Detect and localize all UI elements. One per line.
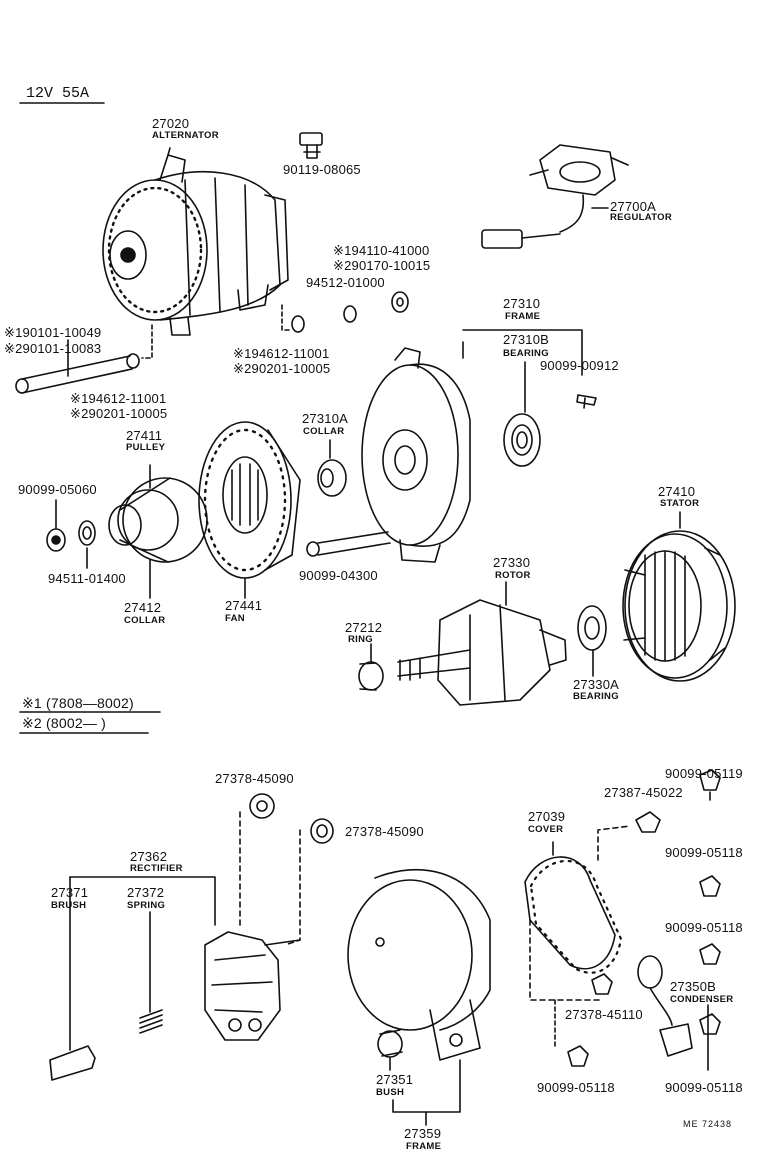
part-name-alternator: ALTERNATOR [152,130,219,141]
part-number-bolt-mid: 90099-04300 [299,568,378,583]
part-number-pulley: 27411 [126,428,163,443]
small-hardware-top [126,291,409,369]
rectifier-drawing [204,931,301,1041]
part-name-fan: FAN [225,613,245,624]
regulator-drawing [481,144,629,249]
part-name-rear-frame: FRAME [406,1141,442,1152]
part-number-bolt-top: 90119-08065 [283,162,361,177]
part-number-washer2: 94511-01400 [48,571,126,586]
bearing-drawing [503,413,541,467]
part-number-insulator4: 27378-45110 [565,1007,643,1022]
part-number-washer-alt1: ※194612-11001 [233,346,330,361]
part-number-bolt-alt1: ※190101-10049 [4,325,102,340]
pulley-drawing [46,477,208,563]
part-name-regulator: REGULATOR [610,212,672,223]
collar-a-drawing [317,459,347,497]
rear-frame-drawing [347,868,491,1061]
part-number-insulator3: 27387-45022 [604,785,683,800]
part-number-spring: 27372 [127,885,165,900]
part-number-insulator1: 27378-45090 [215,771,294,786]
bearing2-drawing [577,605,607,651]
part-number-condenser: 27350B [670,979,717,994]
part-number-bush: 27351 [376,1072,414,1087]
insulator-drawings [249,793,334,844]
part-number-frame: 27310 [503,296,541,311]
part-name-rectifier: RECTIFIER [130,863,183,874]
part-number-bolt-alt2: ※290101-10083 [4,341,102,356]
part-name-ring: RING [348,634,373,645]
long-bolt-drawing [15,355,133,394]
drawing-code: ME 72438 [683,1119,733,1129]
part-number-washer-b2: ※290201-10005 [70,406,168,421]
part-number-bearing2: 27330A [573,677,620,692]
brush-drawing [49,1045,96,1081]
part-name-stator: STATOR [660,498,700,509]
part-number-alternator: 27020 [152,116,190,131]
bracket-frame [462,329,583,376]
right-hardware [567,769,721,1067]
leader-alt [167,147,171,156]
part-number-nut-b2: 90099-05118 [665,1080,743,1095]
part-number-collar-a: 27310A [302,411,349,426]
bolt-drawing-top [299,132,323,159]
frame-drawing [361,347,471,563]
header-spec: 12V 55A [26,85,90,102]
condenser-drawing [637,955,693,1057]
stator-drawing [622,530,736,682]
part-number-bearing: 27310B [503,332,550,347]
dash-washer [281,304,293,331]
spring-drawing [139,1009,163,1034]
bracket-rect [69,876,216,926]
fan-drawing [198,421,301,579]
dash-cover-bottom [529,919,601,1001]
part-name-bush: BUSH [376,1087,405,1098]
part-number-rear-frame: 27359 [404,1126,442,1141]
note-range-2: ※2 (8002— ) [22,715,106,731]
part-name-condenser: CONDENSER [670,994,734,1005]
part-number-nut-b1: 90099-05118 [537,1080,615,1095]
part-number-nut-r3: 90099-05118 [665,920,743,935]
part-name-frame: FRAME [505,311,541,322]
part-name-rotor: ROTOR [495,570,531,581]
part-number-fan: 27441 [225,598,263,613]
part-name-bearing2: BEARING [573,691,619,702]
part-name-spring: SPRING [127,900,166,911]
part-number-washer-b1: ※194612-11001 [70,391,167,406]
bolt-drawing-mid [306,531,391,557]
part-number-rectifier: 27362 [130,849,168,864]
note-range-1: ※1 (7808—8002) [22,695,134,711]
rotor-drawing [358,599,567,706]
part-number-rotor: 27330 [493,555,531,570]
cover-drawing [524,856,623,974]
part-name-bearing: BEARING [503,348,549,359]
part-number-nut-alt1: ※194110-41000 [333,243,430,258]
part-number-nut2: 90099-05060 [18,482,97,497]
part-number-washer-alt2: ※290201-10005 [233,361,331,376]
part-number-brush: 27371 [51,885,89,900]
screw-drawing [576,394,597,409]
part-number-stator: 27410 [658,484,696,499]
part-name-brush: BRUSH [51,900,87,911]
part-number-nut1: 94512-01000 [306,275,385,290]
part-name-pulley: PULLEY [126,442,166,453]
part-name-cover: COVER [528,824,564,835]
part-number-ring: 27212 [345,620,383,635]
part-name-collar-a: COLLAR [303,426,345,437]
dash-ins2 [287,829,301,945]
dash-bolt [141,324,153,359]
part-number-regulator: 27700A [610,199,657,214]
part-number-cover: 27039 [528,809,566,824]
part-name-collar: COLLAR [124,615,166,626]
part-number-screw: 90099-00912 [540,358,619,373]
part-number-nut-r2: 90099-05118 [665,845,743,860]
part-number-insulator2: 27378-45090 [345,824,424,839]
part-number-collar: 27412 [124,600,162,615]
part-number-nut-r1: 90099-05119 [665,766,743,781]
alternator-drawing [102,154,289,336]
part-number-nut-alt2: ※290170-10015 [333,258,431,273]
dash-cover-top [597,825,631,861]
